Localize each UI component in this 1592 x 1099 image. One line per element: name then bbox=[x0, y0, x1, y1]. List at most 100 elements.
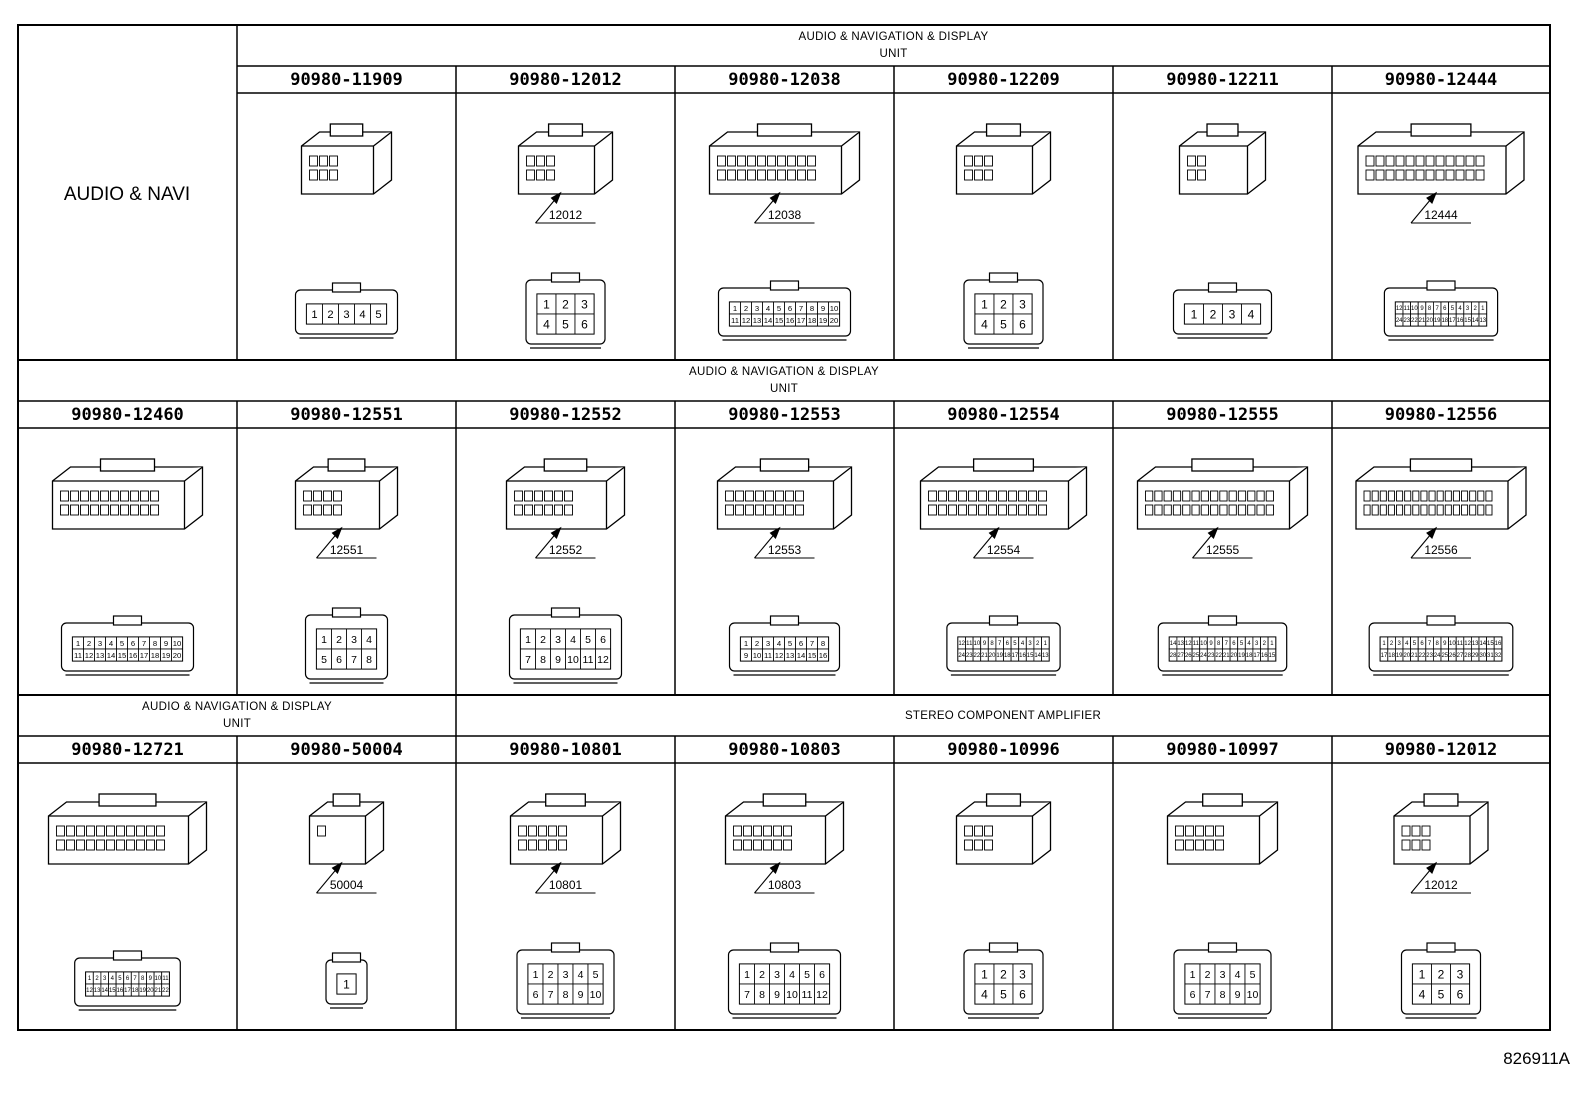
pin-number: 4 bbox=[777, 639, 782, 648]
pin-number: 10 bbox=[155, 976, 162, 982]
callout bbox=[535, 526, 596, 559]
connector-isometric-view bbox=[294, 458, 399, 530]
connector-cavity bbox=[998, 504, 1007, 516]
group-title: STEREO COMPONENT AMPLIFIER bbox=[905, 710, 1101, 722]
pin-number: 2 bbox=[1438, 967, 1445, 981]
connector-cavity bbox=[554, 490, 563, 502]
pin-number: 21 bbox=[1411, 653, 1418, 659]
callout-arrowhead bbox=[769, 191, 781, 204]
connector-cavity bbox=[1219, 504, 1228, 516]
connector-cavity bbox=[60, 490, 69, 502]
pin-number: 6 bbox=[1190, 989, 1196, 1001]
pin-number: 19 bbox=[1434, 318, 1441, 324]
connector-cavity bbox=[757, 169, 766, 181]
connector-cavity bbox=[546, 169, 555, 181]
connector-cavity bbox=[1210, 504, 1219, 516]
connector-body-edge bbox=[956, 131, 1051, 194]
connector-cavity bbox=[928, 490, 937, 502]
connector-cavity bbox=[795, 504, 804, 516]
pin-number: 3 bbox=[98, 639, 102, 648]
connector-body-edge bbox=[518, 131, 613, 194]
connector-body-edge bbox=[510, 801, 621, 864]
connector-latch bbox=[1410, 123, 1472, 137]
connector-cavity bbox=[1385, 169, 1395, 181]
pin-number: 7 bbox=[799, 304, 803, 313]
pin-number: 10 bbox=[1449, 641, 1456, 647]
pin-number: 14 bbox=[764, 316, 773, 325]
connector-cavity bbox=[1401, 825, 1411, 837]
connector-cavity bbox=[1028, 504, 1037, 516]
connector-cavity bbox=[1405, 155, 1415, 167]
pin-number: 14 bbox=[101, 988, 108, 994]
pin-number: 2 bbox=[1390, 641, 1394, 647]
connector-cavity bbox=[717, 155, 726, 167]
connector-cavity bbox=[964, 155, 973, 167]
connector-cavity bbox=[1008, 490, 1017, 502]
connector-cavity bbox=[735, 490, 744, 502]
connector-cavity bbox=[1365, 169, 1375, 181]
pin-number: 15 bbox=[109, 988, 116, 994]
connector-cavity bbox=[1237, 504, 1247, 516]
connector-cavity bbox=[1436, 490, 1444, 502]
connector-cavity bbox=[1452, 504, 1460, 516]
group-subtitle: UNIT bbox=[879, 48, 907, 60]
connector-face-latch bbox=[988, 272, 1019, 283]
connector-cavity bbox=[984, 825, 993, 837]
pin-cavity bbox=[370, 303, 387, 325]
pin-number: 6 bbox=[788, 304, 792, 313]
connector-cavity bbox=[938, 490, 947, 502]
connector-cavity bbox=[1154, 504, 1163, 516]
connector-cavity bbox=[130, 490, 139, 502]
connector-cavity bbox=[333, 490, 342, 502]
connector-cavity bbox=[554, 504, 563, 516]
pin-number: 15 bbox=[775, 316, 784, 325]
pin-number: 11 bbox=[764, 651, 772, 660]
connector-face-view bbox=[325, 952, 368, 1009]
pin-number: 24 bbox=[958, 653, 965, 659]
pin-number: 22 bbox=[1215, 653, 1222, 659]
connector-cavity bbox=[518, 839, 527, 851]
callout-label: 12555 bbox=[1206, 543, 1240, 557]
pin-number: 5 bbox=[585, 634, 591, 646]
connector-cavity bbox=[1145, 490, 1154, 502]
pin-number: 13 bbox=[94, 988, 101, 994]
connector-face-latch bbox=[550, 272, 581, 283]
connector-cavity bbox=[1387, 504, 1395, 516]
pin-number: 1 bbox=[88, 976, 92, 982]
connector-cavity bbox=[548, 825, 557, 837]
pin-number: 25 bbox=[1441, 653, 1448, 659]
connector-cavity bbox=[984, 839, 993, 851]
pin-number: 26 bbox=[1449, 653, 1456, 659]
connector-cavity bbox=[333, 504, 342, 516]
pin-number: 1 bbox=[1270, 641, 1274, 647]
connector-body-edge bbox=[1179, 131, 1266, 194]
connector-latch bbox=[327, 458, 366, 472]
connector-face-view bbox=[525, 272, 606, 349]
callout-arrowhead bbox=[769, 526, 781, 539]
connector-face-view bbox=[74, 950, 181, 1011]
pin-number: 5 bbox=[777, 304, 781, 313]
figure-id: 826911A bbox=[1503, 1049, 1570, 1068]
connector-cavity bbox=[1197, 155, 1206, 167]
pin-number: 4 bbox=[109, 639, 114, 648]
pin-number: 3 bbox=[1255, 641, 1259, 647]
connector-cavity bbox=[958, 504, 967, 516]
connector-cavity bbox=[536, 169, 545, 181]
connector-cavity bbox=[755, 490, 764, 502]
connector-cavity bbox=[1385, 155, 1395, 167]
pin-number: 10 bbox=[830, 304, 839, 313]
connector-cavity bbox=[1371, 504, 1379, 516]
connector-cavity bbox=[998, 490, 1007, 502]
callout-label: 12012 bbox=[1424, 878, 1458, 892]
pin-number: 11 bbox=[1404, 306, 1411, 312]
connector-cavity bbox=[96, 839, 105, 851]
pin-number: 9 bbox=[1209, 641, 1213, 647]
pin-number: 23 bbox=[1426, 653, 1433, 659]
pin-number: 9 bbox=[1443, 641, 1447, 647]
connector-cavity bbox=[1395, 155, 1405, 167]
connector-face-view bbox=[728, 615, 841, 676]
pin-number: 28 bbox=[1170, 653, 1177, 659]
